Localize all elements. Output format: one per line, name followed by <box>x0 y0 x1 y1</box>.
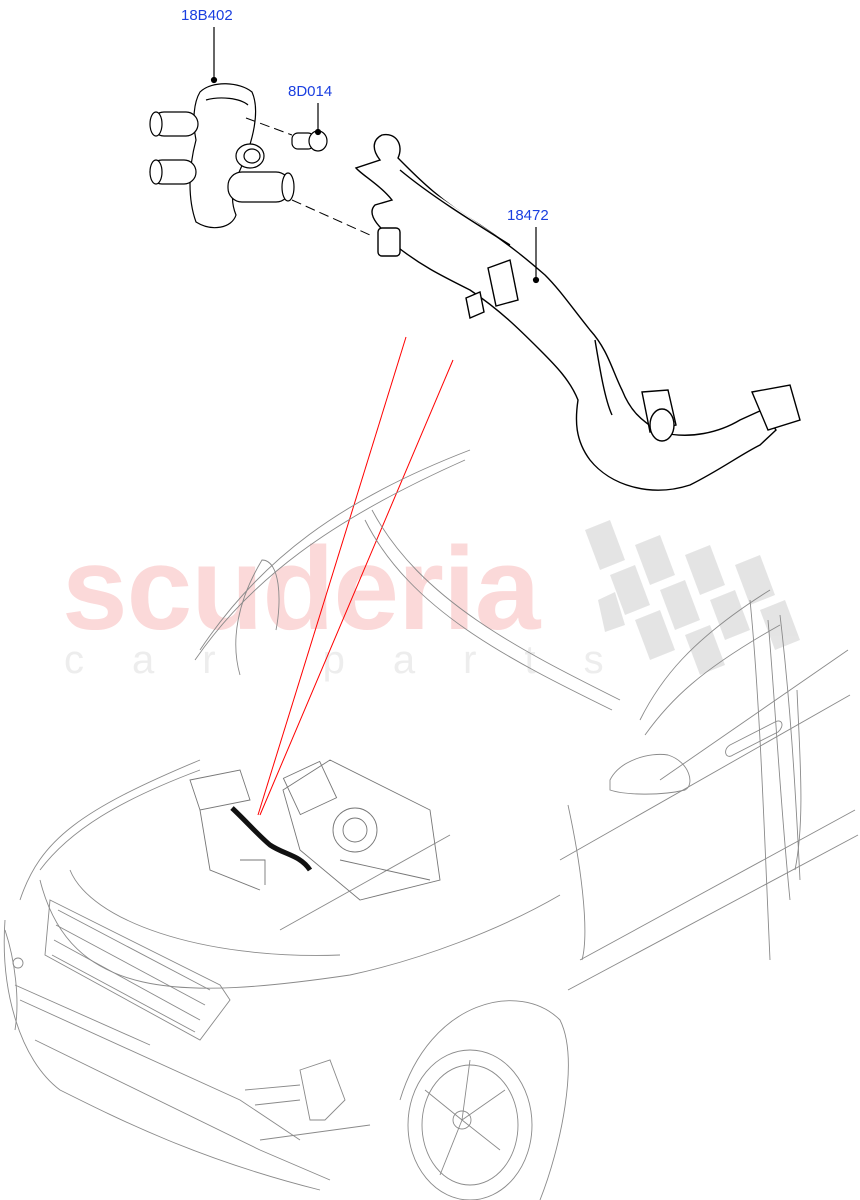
callout-18B402[interactable]: 18B402 <box>181 7 233 24</box>
checkered-flag-watermark <box>585 520 800 675</box>
callout-8D014[interactable]: 8D014 <box>288 83 333 100</box>
callout-18472[interactable]: 18472 <box>507 207 549 224</box>
hvac-unit-locator <box>189 759 441 901</box>
locator-lines <box>257 336 454 816</box>
watermark-brand: scuderia <box>62 523 540 655</box>
vehicle-outline <box>3 449 859 1200</box>
callout-leaders <box>210 27 540 284</box>
part-8D014-plug <box>291 130 328 152</box>
assembly-center-lines <box>245 117 371 236</box>
part-18B402-heater-valve <box>149 83 295 229</box>
watermark-tagline: car parts <box>64 638 652 682</box>
part-18472-heater-hose <box>354 133 801 491</box>
highlighted-hose-locator <box>230 806 313 872</box>
